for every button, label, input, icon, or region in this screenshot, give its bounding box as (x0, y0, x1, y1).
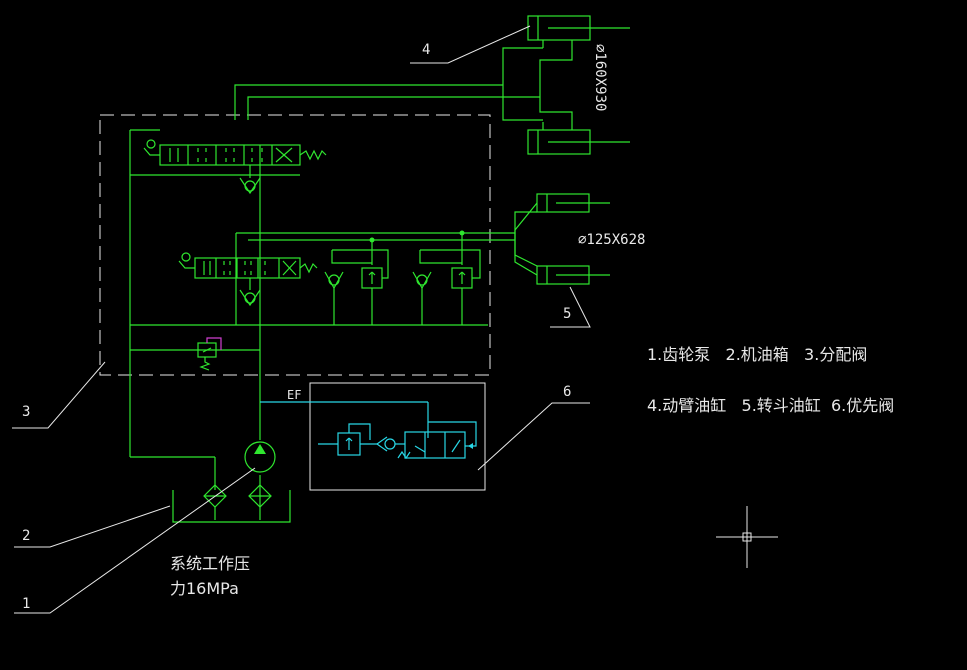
leader-lines (12, 25, 591, 614)
bucket-cylinder-piping (236, 202, 538, 276)
overload-valve-group-right (412, 230, 481, 325)
bucket-cylinder-top (536, 193, 610, 213)
bottom-control-valve (178, 252, 318, 279)
overload-valve-group-left (324, 237, 389, 325)
callout-6: 6 (563, 384, 571, 400)
boom-cylinder-size-label: ⌀160X930 (592, 44, 608, 111)
pressure-note-line1: 系统工作压 (170, 554, 250, 573)
crosshair-cursor-icon (716, 506, 778, 568)
callout-5: 5 (563, 306, 571, 322)
top-control-valve (143, 139, 327, 166)
flow-label: EF (287, 388, 301, 402)
distribution-valve-boundary (99, 114, 491, 376)
callout-1: 1 (22, 596, 30, 612)
bottom-check-valve (239, 278, 261, 307)
boom-cylinder-bottom (527, 122, 630, 155)
main-relief-valve (197, 337, 222, 371)
callout-2: 2 (22, 528, 30, 544)
legend-line2: 4.动臂油缸 5.转斗油缸 6.优先阀 (647, 396, 894, 415)
pressure-note-line2: 力16MPa (170, 579, 239, 598)
top-check-valve (239, 165, 261, 195)
legend-line1: 1.齿轮泵 2.机油箱 3.分配阀 (647, 345, 867, 364)
priority-valve (260, 382, 486, 491)
boom-cylinder-top (527, 15, 630, 48)
callout-3: 3 (22, 404, 30, 420)
callout-4: 4 (422, 42, 430, 58)
main-lines (129, 129, 488, 520)
bucket-cylinder-size-label: ⌀125X628 (578, 232, 645, 248)
boom-cylinder-piping (234, 47, 573, 122)
gear-pump (244, 441, 276, 473)
bucket-cylinder-bottom (536, 265, 610, 285)
oil-tank (172, 484, 291, 523)
